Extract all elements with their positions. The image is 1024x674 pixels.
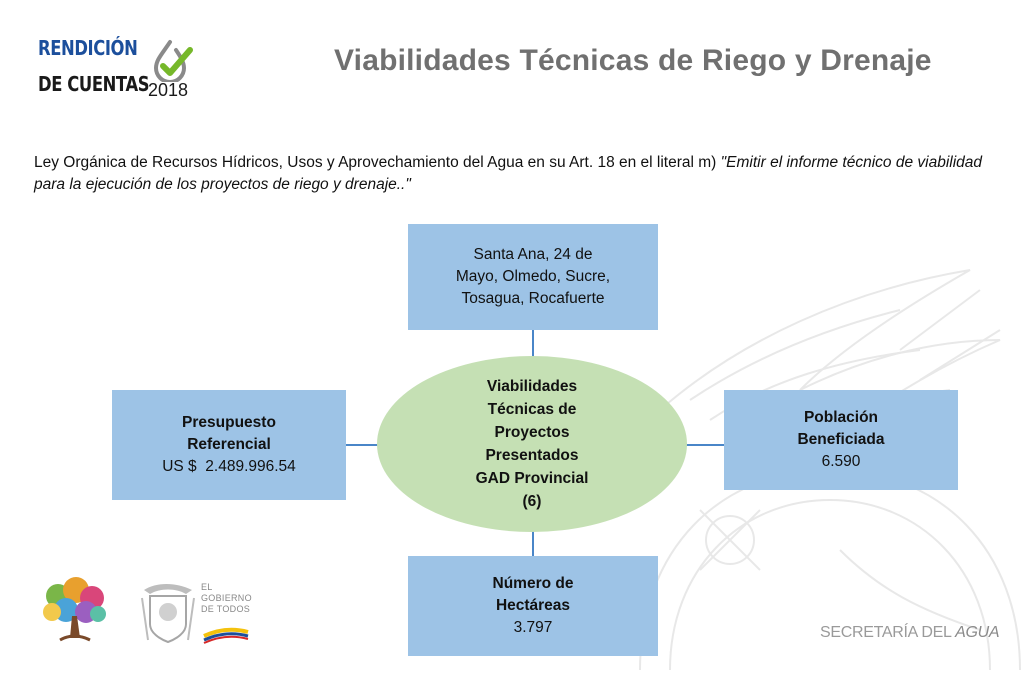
- secretaria-del-agua-logo: SECRETARÍA DEL AGUA: [820, 624, 1000, 642]
- check-drop-icon: [153, 40, 193, 82]
- cantons-text: Santa Ana, 24 de Mayo, Olmedo, Sucre, To…: [455, 246, 611, 307]
- gov-line-1: EL: [201, 582, 213, 592]
- center-line-1: Viabilidades: [486, 378, 578, 395]
- budget-value: US $ 2.489.996.54: [162, 458, 296, 475]
- hectares-label-2: Hectáreas: [495, 597, 571, 614]
- logo-line-1: RENDICIÓN: [38, 36, 138, 60]
- budget-label-1: Presupuesto: [182, 414, 276, 431]
- hectares-label-1: Número de: [492, 575, 574, 592]
- agua-text: AGUA: [955, 624, 1000, 641]
- coat-of-arms-icon: [141, 584, 249, 644]
- page-title: Viabilidades Técnicas de Riego y Drenaje: [334, 44, 932, 77]
- center-line-2: Técnicas de: [487, 401, 577, 418]
- population-label-1: Población: [803, 409, 879, 426]
- gobierno-de-todos-text: EL GOBIERNO DE TODOS: [201, 582, 252, 615]
- secretaria-text: SECRETARÍA DEL: [820, 624, 956, 641]
- gov-line-2: GOBIERNO: [201, 593, 252, 603]
- logo-year: 2018: [148, 80, 189, 100]
- rendicion-cuentas-logo: RENDICIÓN DE CUENTAS 2018: [38, 36, 208, 106]
- connector-right: [684, 444, 724, 446]
- gov-line-3: DE TODOS: [201, 604, 251, 614]
- population-value: 6.590: [821, 453, 861, 470]
- law-paragraph: Ley Orgánica de Recursos Hídricos, Usos …: [34, 152, 984, 196]
- population-box: Población Beneficiada 6.590: [724, 390, 958, 490]
- budget-label-2: Referencial: [187, 436, 271, 453]
- connector-left: [346, 444, 380, 446]
- center-line-4: Presentados: [485, 447, 579, 464]
- center-line-5: GAD Provincial: [475, 470, 589, 487]
- cantons-box: Santa Ana, 24 de Mayo, Olmedo, Sucre, To…: [408, 224, 658, 330]
- budget-box: Presupuesto Referencial US $ 2.489.996.5…: [112, 390, 346, 500]
- hectares-value: 3.797: [513, 619, 553, 636]
- connector-bottom: [532, 530, 534, 556]
- hectares-box: Número de Hectáreas 3.797: [408, 556, 658, 656]
- population-label-2: Beneficiada: [797, 431, 885, 448]
- tree-logo-icon: [43, 577, 106, 642]
- center-line-6: (6): [522, 493, 542, 510]
- connector-top: [532, 330, 534, 358]
- logo-line-2: DE CUENTAS: [38, 72, 150, 96]
- center-ellipse: Viabilidades Técnicas de Proyectos Prese…: [377, 356, 687, 532]
- center-line-3: Proyectos: [494, 424, 570, 441]
- law-quote: "Emitir el informe técnico de viabilidad…: [34, 154, 983, 193]
- law-text: Ley Orgánica de Recursos Hídricos, Usos …: [34, 154, 721, 171]
